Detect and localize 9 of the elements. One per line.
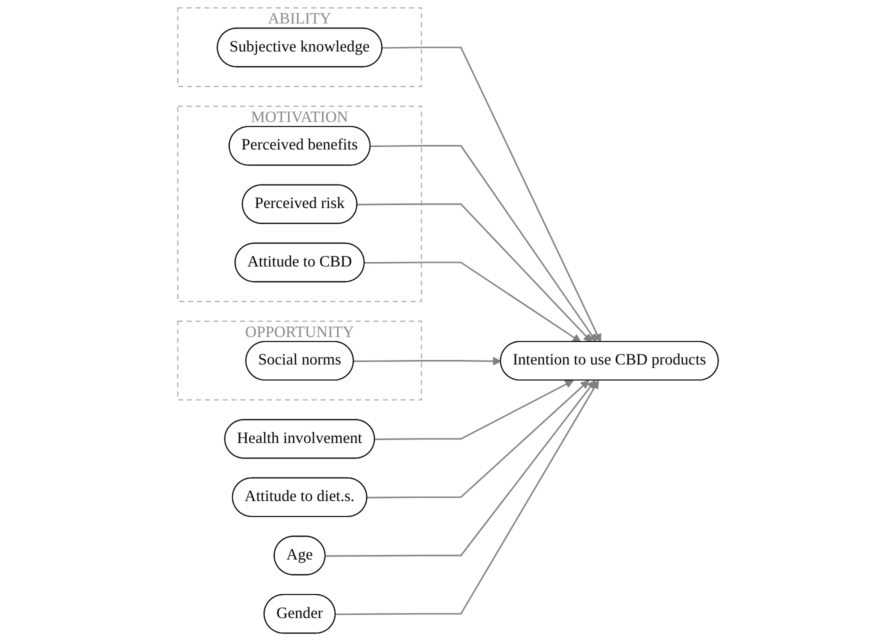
arrow (325, 380, 596, 557)
arrow (364, 262, 582, 342)
arrow (382, 46, 602, 342)
arrow (357, 203, 592, 342)
arrow (374, 380, 574, 440)
arrow (354, 356, 502, 366)
arrow (370, 145, 597, 342)
arrow (336, 380, 599, 616)
arrow (367, 380, 590, 498)
